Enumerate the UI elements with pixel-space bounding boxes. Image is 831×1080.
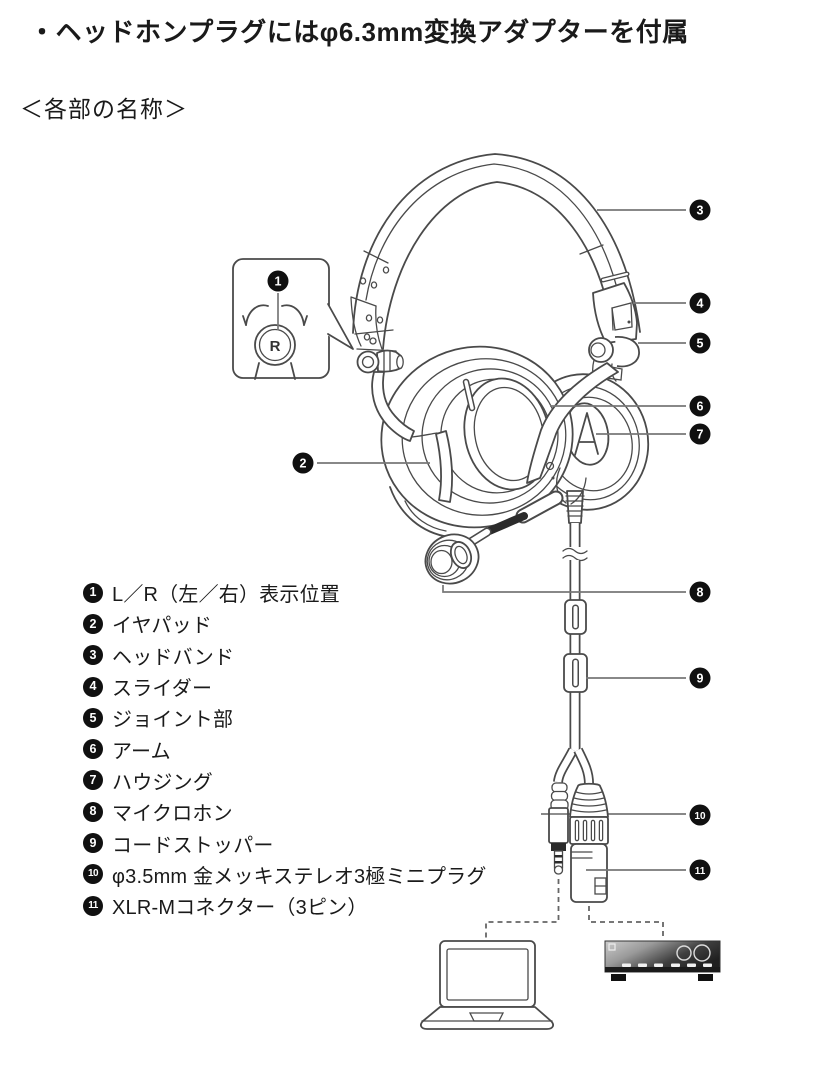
- leader-line-8: [442, 585, 686, 593]
- legend-item-label: XLR-Mコネクター（3ピン）: [112, 897, 368, 920]
- ear-pad-drawing: [380, 345, 574, 538]
- legend-item: 10 φ3.5mm 金メッキステレオ3極ミニプラグ: [83, 859, 487, 890]
- callout-badge-11: 11: [689, 859, 711, 881]
- legend-item: 6 アーム: [83, 733, 487, 764]
- headband-drawing: [352, 153, 641, 350]
- bullet-note: ・ヘッドホンプラグにはφ6.3mm変換アダプターを付属: [29, 17, 689, 47]
- parts-legend: 1 L／R（左／右）表示位置 2 イヤパッド 3 ヘッドバンド 4 スライダー …: [83, 577, 487, 921]
- svg-text:11: 11: [695, 866, 706, 877]
- left-yoke-drawing: [371, 371, 453, 503]
- legend-item-label: イヤパッド: [112, 615, 212, 638]
- amp-knob: [676, 945, 692, 961]
- legend-item-label: ヘッドバンド: [112, 646, 235, 669]
- legend-item-badge: 3: [83, 645, 103, 666]
- callout-badge-5: 5: [689, 332, 711, 354]
- callout-badge-10: 10: [689, 804, 711, 826]
- left-slider-drawing: [350, 250, 397, 352]
- legend-item: 4 スライダー: [83, 671, 487, 702]
- left-hinge-drawing: [356, 349, 404, 374]
- legend-item-label: コードストッパー: [112, 834, 274, 857]
- legend-item: 7 ハウジング: [83, 765, 487, 796]
- legend-item-badge: 1: [83, 582, 103, 603]
- legend-item: 2 イヤパッド: [83, 608, 487, 639]
- r-marking-letter: R: [270, 338, 281, 355]
- svg-text:8: 8: [697, 586, 704, 600]
- legend-item-badge: 6: [83, 739, 103, 760]
- callout-badge-8: 8: [689, 581, 711, 603]
- legend-item-label: φ3.5mm 金メッキステレオ3極ミニプラグ: [112, 865, 487, 888]
- callout-badge-2: 2: [292, 452, 314, 474]
- leader-lines: [317, 209, 686, 871]
- svg-text:2: 2: [300, 457, 307, 471]
- legend-item: 8 マイクロホン: [83, 796, 487, 827]
- svg-text:1: 1: [275, 275, 282, 289]
- svg-text:4: 4: [697, 297, 704, 311]
- legend-item-badge: 9: [83, 833, 103, 854]
- legend-item-badge: 4: [83, 676, 103, 697]
- legend-item: 9 コードストッパー: [83, 827, 487, 858]
- legend-item-badge: 2: [83, 613, 103, 634]
- amp-buttons: [622, 963, 712, 967]
- inset-box: R: [232, 258, 354, 380]
- amp-knob: [693, 944, 711, 962]
- legend-item-badge: 10: [83, 864, 103, 885]
- cord-stopper-drawing: [563, 599, 588, 693]
- right-joint-drawing: [588, 336, 640, 383]
- callout-badge-1: 1: [267, 270, 289, 292]
- section-heading: ＜各部の名称＞: [20, 96, 188, 122]
- callout-badge-3: 3: [689, 199, 711, 221]
- laptop-drawing: [420, 940, 554, 1030]
- amplifier-drawing: [604, 940, 721, 981]
- legend-item-badge: 7: [83, 770, 103, 791]
- housing-fork-drawing: [545, 461, 587, 505]
- legend-item-label: スライダー: [112, 678, 213, 701]
- svg-text:6: 6: [697, 400, 704, 414]
- legend-item-label: アーム: [112, 740, 171, 763]
- legend-item: 5 ジョイント部: [83, 702, 487, 733]
- legend-item-badge: 11: [83, 895, 103, 916]
- right-slider-drawing: [579, 244, 638, 344]
- legend-item-label: ジョイント部: [112, 709, 234, 732]
- legend-item-badge: 5: [83, 707, 103, 728]
- dashed-connection-lines: [485, 879, 664, 939]
- legend-item: 11 XLR-Mコネクター（3ピン）: [83, 890, 487, 921]
- svg-text:10: 10: [694, 811, 706, 822]
- svg-text:5: 5: [697, 337, 704, 351]
- legend-item-label: マイクロホン: [112, 803, 233, 826]
- cable-drawing: [553, 490, 594, 785]
- xlr-connector-drawing: [569, 782, 609, 903]
- microphone-drawing: [424, 490, 564, 585]
- legend-item: 3 ヘッドバンド: [83, 640, 487, 671]
- svg-text:9: 9: [697, 672, 704, 686]
- amp-power-button: [608, 943, 616, 951]
- callout-badge-6: 6: [689, 395, 711, 417]
- legend-item: 1 L／R（左／右）表示位置: [83, 577, 487, 608]
- callout-badge-7: 7: [689, 423, 711, 445]
- callout-badge-4: 4: [689, 292, 711, 314]
- callout-badge-9: 9: [689, 667, 711, 689]
- legend-item-label: ハウジング: [112, 771, 213, 794]
- svg-text:7: 7: [697, 428, 704, 442]
- r-marking: R: [242, 304, 308, 380]
- legend-item-label: L／R（左／右）表示位置: [112, 584, 340, 607]
- svg-text:3: 3: [697, 204, 704, 218]
- mini-plug-drawing: [548, 782, 569, 875]
- legend-item-badge: 8: [83, 801, 103, 822]
